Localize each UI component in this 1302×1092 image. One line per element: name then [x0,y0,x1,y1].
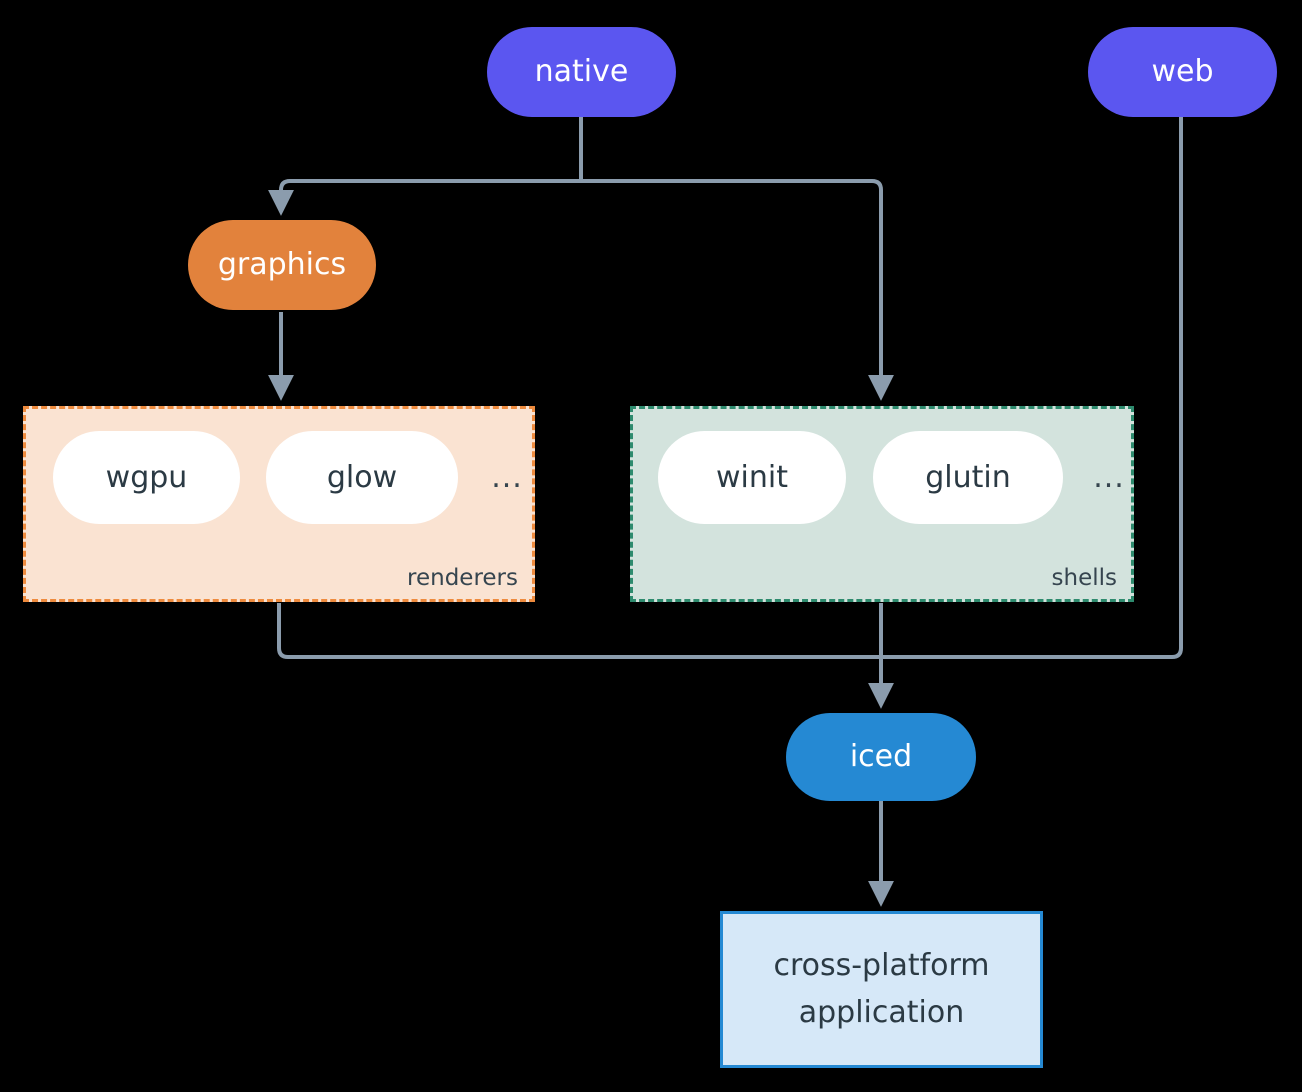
node-graphics[interactable]: graphics [188,220,376,310]
leaf-pill-glutin[interactable]: glutin [873,431,1063,524]
shells-overflow-ellipsis: ... [1083,431,1135,524]
node-application[interactable]: cross-platform application [720,911,1043,1068]
leaf-pill-glow-label: glow [326,460,398,495]
leaf-pill-wgpu-label: wgpu [105,460,188,495]
node-application-label-line2: application [798,994,965,1030]
leaf-pill-winit-label: winit [716,460,788,495]
node-application-label-line1: cross-platform [773,948,990,983]
leaf-pill-glow[interactable]: glow [266,431,458,524]
node-native-label: native [534,54,629,90]
edge-native-graphics [268,179,581,216]
edge-renderers-iced [277,603,881,659]
node-web[interactable]: web [1088,27,1277,117]
node-iced[interactable]: iced [786,713,976,801]
node-graphics-label: graphics [217,247,347,283]
cluster-renderers-label: renderers [407,565,518,591]
leaf-pill-winit[interactable]: winit [658,431,846,524]
edge-native-shells [581,179,894,401]
leaf-pill-glutin-label: glutin [925,460,1011,495]
shells-overflow-label: ... [1093,460,1125,495]
node-native[interactable]: native [487,27,676,117]
node-web-label: web [1151,54,1214,90]
cluster-shells-label: shells [1051,565,1117,591]
cluster-shells: winit glutin ... shells [630,406,1134,602]
node-iced-label: iced [849,739,913,775]
renderers-overflow-ellipsis: ... [481,431,533,524]
renderers-overflow-label: ... [491,460,523,495]
leaf-pill-wgpu[interactable]: wgpu [53,431,240,524]
cluster-renderers: wgpu glow ... renderers [23,406,535,602]
